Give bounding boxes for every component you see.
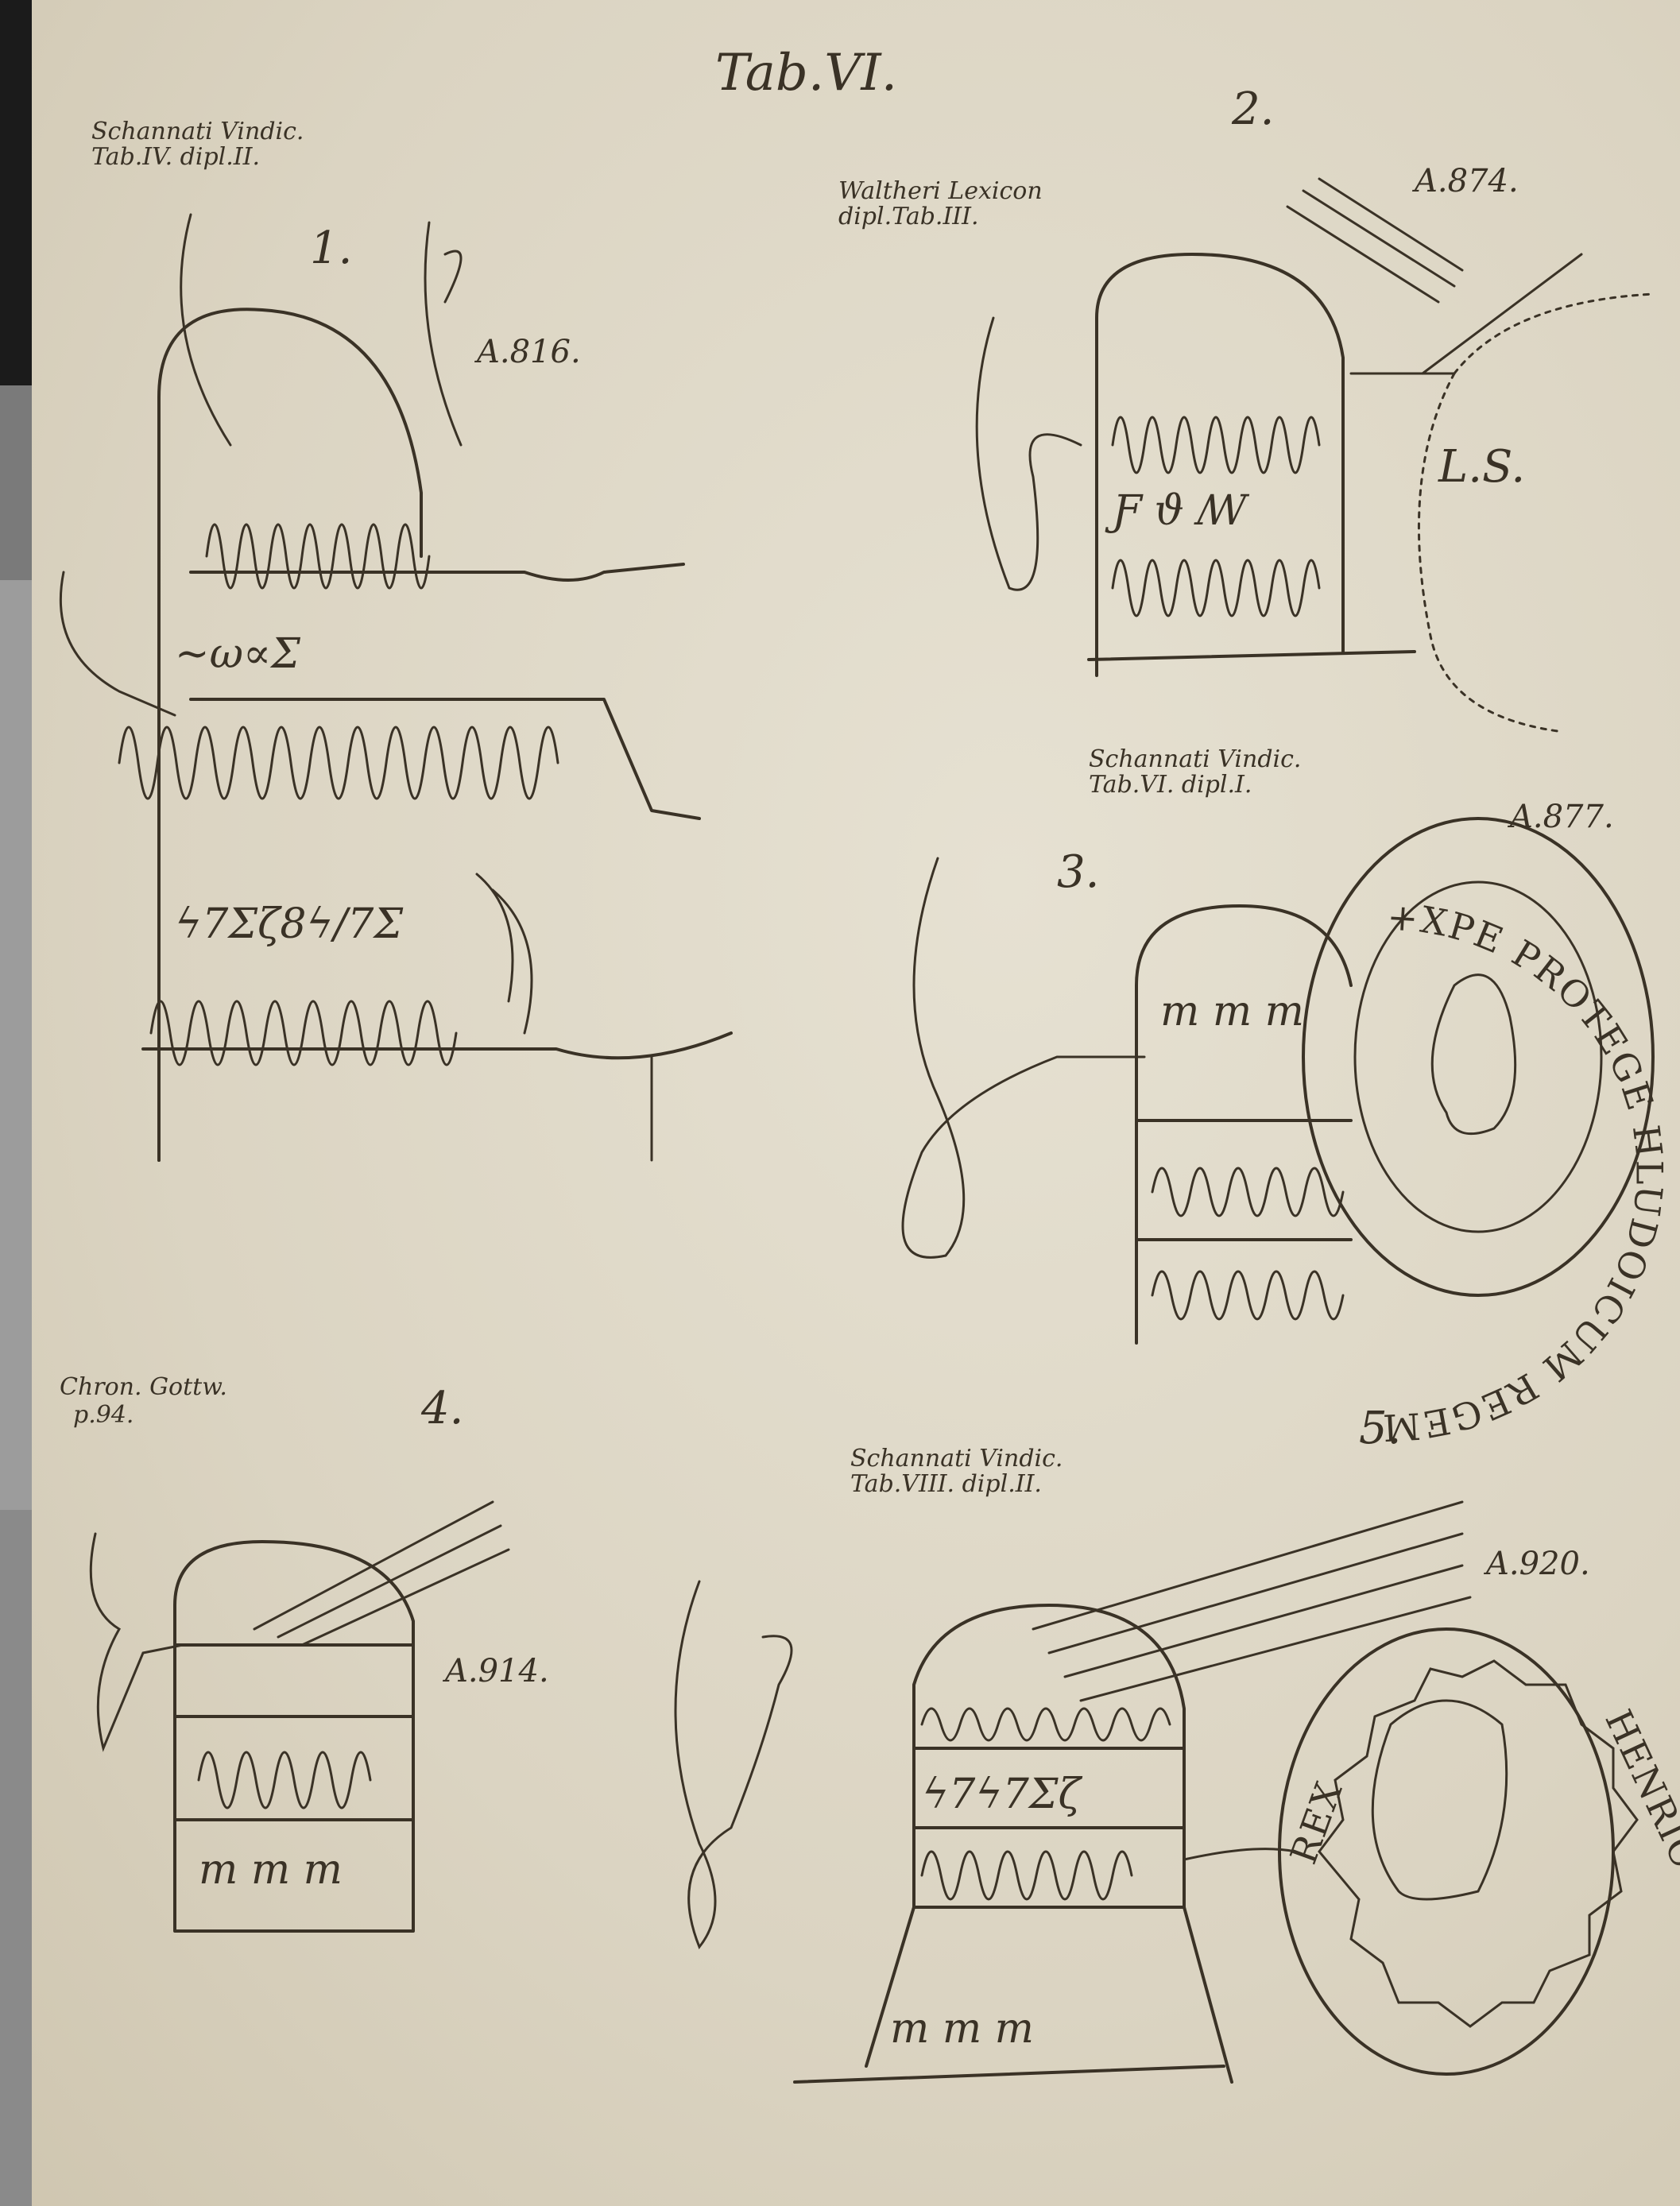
fig5-source-line1: Schannati Vindic. <box>850 1445 1063 1473</box>
fig5-number: 5. <box>1359 1403 1402 1454</box>
fig3-source-line2: Tab.VI. dipl.I. <box>1089 771 1252 799</box>
fig5-monogram: ϟ7ϟ7Σζ m m m <box>674 1500 1472 2084</box>
fig3-letters: m m m <box>1160 988 1304 1035</box>
fig1-monogram: ~ω∝Σ ϟ7Σζ8ϟ/7Σ <box>59 213 733 1162</box>
fig5-year: A.920. <box>1486 1546 1590 1582</box>
fig5-source-line2: Tab.VIII. dipl.II. <box>850 1470 1042 1498</box>
fig1-letters-row-1: ~ω∝Σ <box>175 630 300 678</box>
plate-title: Tab.VI. <box>715 44 898 103</box>
fig2-letters: Ƒ ϑ ꟿ <box>1105 487 1249 535</box>
binding-edge <box>0 0 32 2206</box>
fig5-letters-row-2: m m m <box>890 2005 1034 2053</box>
fig3-seal: +XPE PROTEGE HLUDOICUM REGEM <box>1302 817 1671 1449</box>
fig4-number: 4. <box>421 1383 464 1434</box>
fig1-loop-row-3 <box>149 1000 458 1066</box>
fig1-letters-row-2: ϟ7Σζ8ϟ/7Σ <box>175 900 403 948</box>
fig1-year: A.816. <box>477 334 581 370</box>
fig1-loop-row-2 <box>118 726 559 800</box>
fig3-monogram: m m m <box>901 857 1353 1345</box>
fig3-seal-legend: +XPE PROTEGE HLUDOICUM REGEM <box>1380 895 1671 1449</box>
fig2-loop-row-1 <box>1111 416 1321 617</box>
fig2-source-line1: Waltheri Lexicon <box>838 177 1043 205</box>
fig2-source-line2: dipl.Tab.III. <box>838 203 979 230</box>
fig5-seal-legend-right: HENRIC <box>1597 1703 1680 1875</box>
fig1-loop-row-1 <box>205 523 431 590</box>
fig2-year: A.874. <box>1415 163 1519 199</box>
fig2-monogram: Ƒ ϑ ꟿ <box>975 177 1655 733</box>
fig4-loop-row <box>197 1751 372 1809</box>
fig2-number: 2. <box>1232 83 1275 135</box>
fig1-number: 1. <box>310 223 353 274</box>
fig3-number: 3. <box>1057 846 1100 898</box>
fig5-loop-row <box>920 1707 1171 1901</box>
fig3-loop-row-1 <box>1151 1167 1345 1321</box>
fig4-source-line1: Chron. Gottw. <box>60 1373 227 1401</box>
fig4-monogram: m m m <box>89 1500 510 1933</box>
fig1-source-line1: Schannati Vindic. <box>91 118 304 145</box>
fig2-seal-label: L.S. <box>1438 441 1526 493</box>
fig4-source-line2: p.94. <box>73 1401 134 1429</box>
fig4-letters: m m m <box>199 1846 343 1894</box>
fig5-seal: REX HENRIC <box>1278 1627 1680 2076</box>
fig4-year: A.914. <box>445 1653 549 1689</box>
fig3-source-line1: Schannati Vindic. <box>1089 745 1302 773</box>
fig5-letters-row-1: ϟ7ϟ7Σζ <box>922 1771 1083 1818</box>
fig1-source-line2: Tab.IV. dipl.II. <box>91 143 261 171</box>
